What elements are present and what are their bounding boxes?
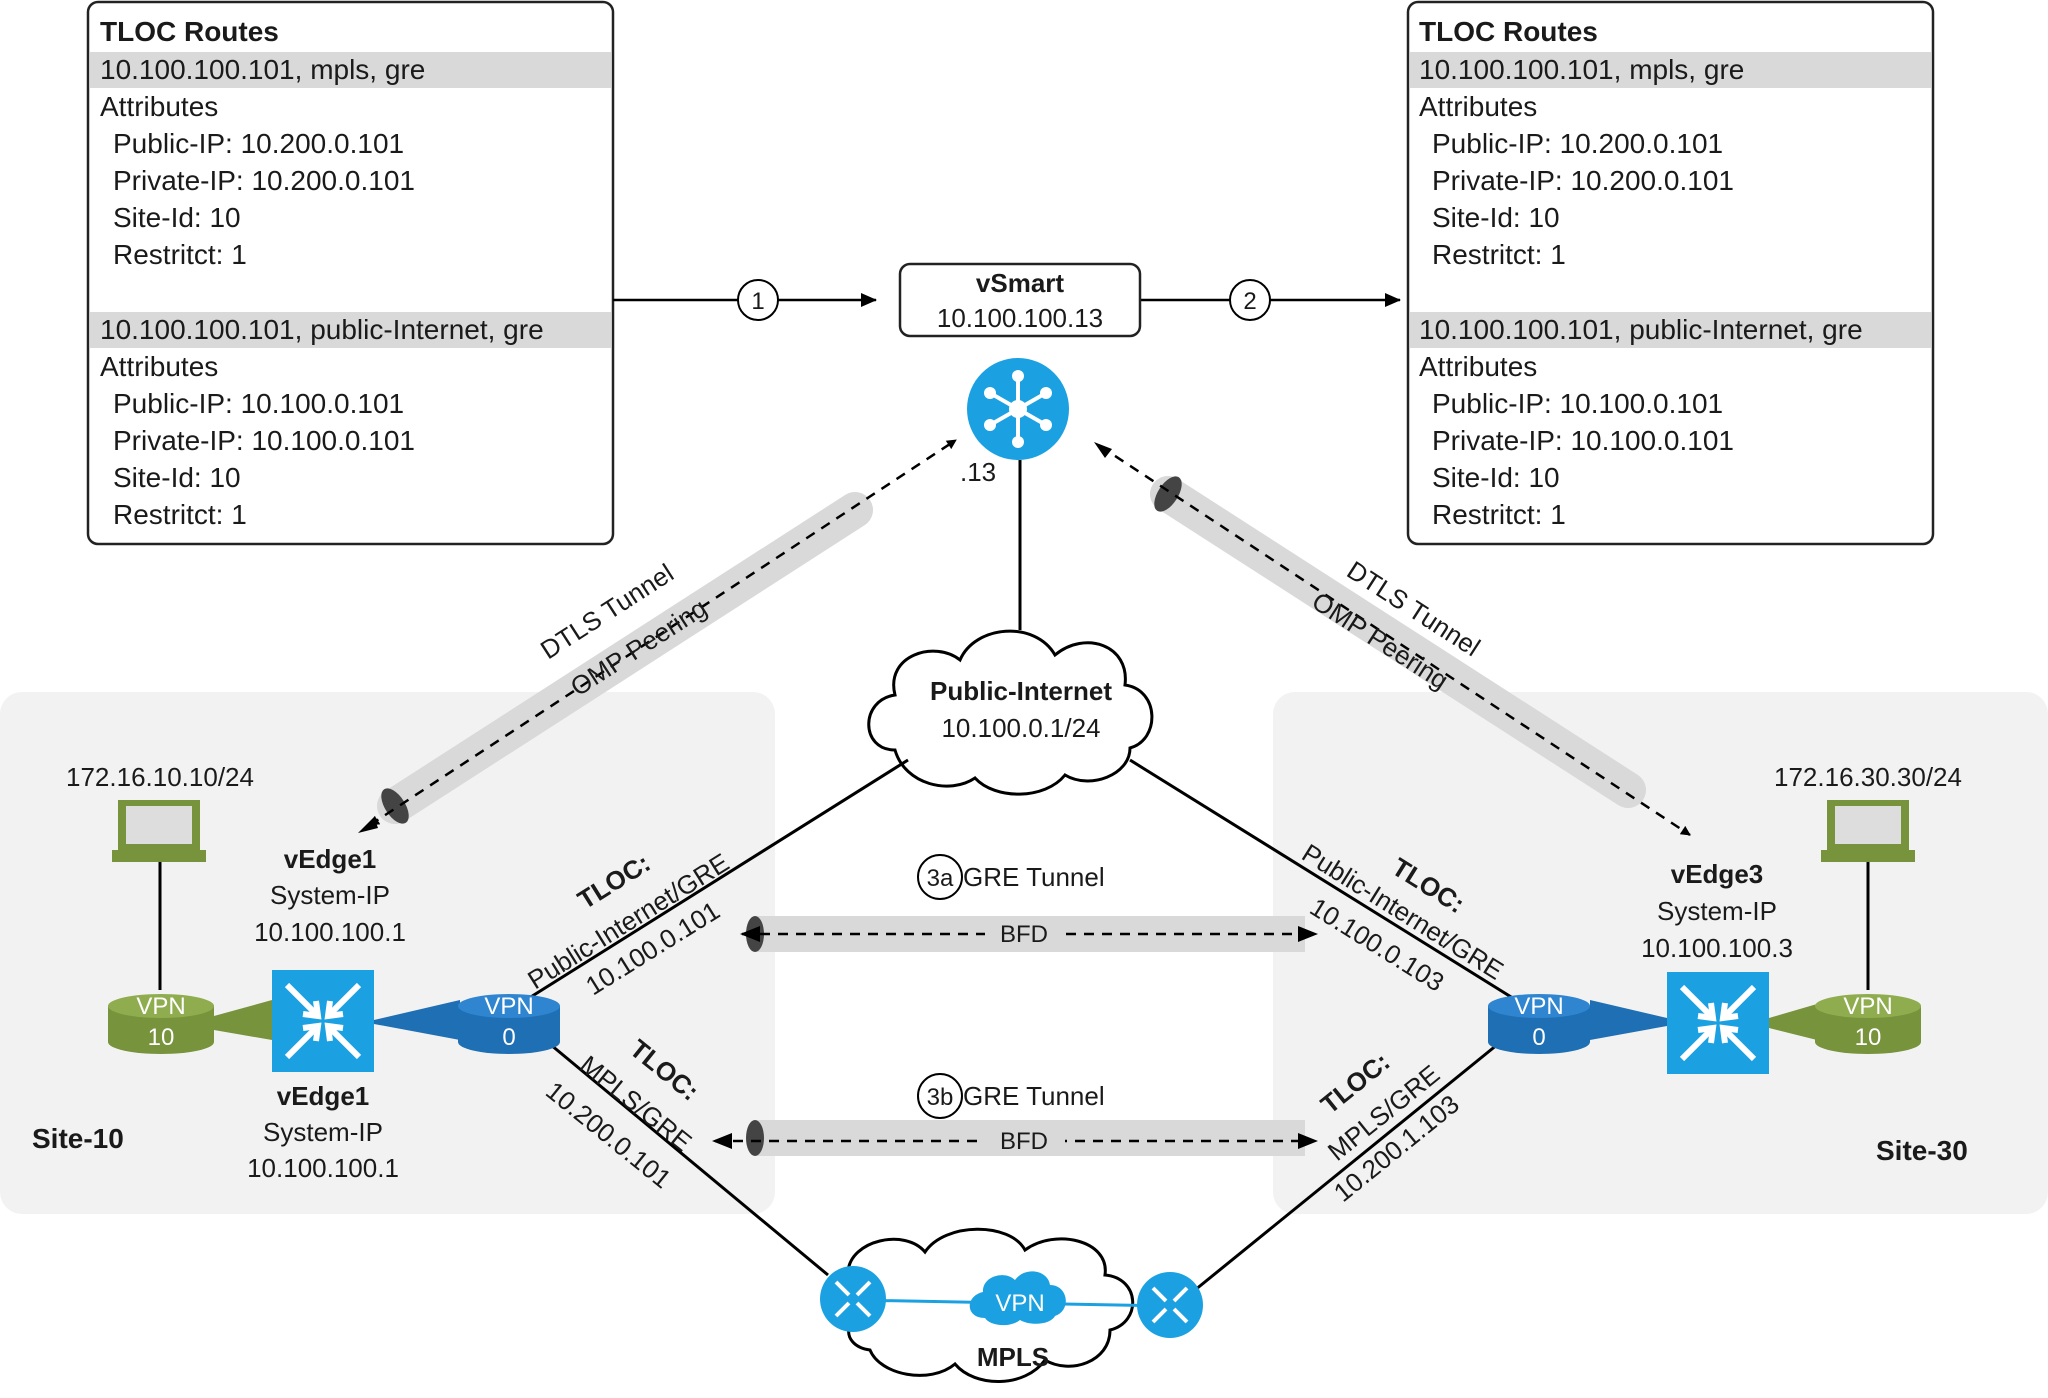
gre-bottom-bfd: BFD [1000, 1128, 1048, 1155]
site10-vpn0-cylinder[interactable] [458, 994, 560, 1054]
right-tloc-r2-line: Private-IP: 10.100.0.101 [1432, 425, 1734, 456]
right-tloc-r2-line: Site-Id: 10 [1432, 462, 1560, 493]
site10-vedge-bottom-sys: System-IP [263, 1117, 383, 1147]
right-tloc-r1-line: Public-IP: 10.200.0.101 [1432, 128, 1723, 159]
right-tloc-r2-line: Public-IP: 10.100.0.101 [1432, 388, 1723, 419]
mpls-vpn-label: VPN [995, 1290, 1044, 1317]
mpls-router-right-icon[interactable] [1137, 1272, 1203, 1338]
site30-label: Site-30 [1876, 1135, 1968, 1166]
site30-vedge-sys: System-IP [1657, 896, 1777, 926]
right-tloc-r1-line: Site-Id: 10 [1432, 202, 1560, 233]
right-tloc-r1-line: Restritct: 1 [1432, 239, 1566, 270]
site30-vedge-labels: vEdge3 System-IP 10.100.100.3 [1641, 859, 1793, 963]
site10-vpn10-top: VPN [136, 993, 185, 1020]
site10-laptop-icon[interactable] [112, 800, 206, 862]
step1-circle [737, 279, 779, 321]
site30-vpn0-top: VPN [1514, 993, 1563, 1020]
site10-host-ip: 172.16.10.10/24 [66, 762, 254, 792]
site30-vpn10-cylinder[interactable] [1815, 994, 1921, 1054]
mpls-link-site10 [544, 1038, 829, 1277]
step3a-circle [917, 854, 963, 900]
site30-vpn10-num: 10 [1855, 1024, 1882, 1051]
site10-vpn10-cylinder[interactable] [108, 994, 214, 1054]
site30-vpn10-top: VPN [1843, 993, 1892, 1020]
left-tloc-r2-line: Restritct: 1 [113, 499, 247, 530]
gre-tube-top [740, 916, 1318, 952]
site30-vedge-ip: 10.100.100.3 [1641, 933, 1793, 963]
step1-label: 1 [751, 288, 764, 315]
left-tloc-r1-line: Restritct: 1 [113, 239, 247, 270]
left-tloc-route2: 10.100.100.101, public-Internet, gre [100, 314, 544, 345]
left-tloc-r1-line: Public-IP: 10.200.0.101 [113, 128, 404, 159]
left-tloc-route1: 10.100.100.101, mpls, gre [100, 54, 425, 85]
mpls-name: MPLS [977, 1342, 1049, 1372]
dtls-left-arrowheads [358, 817, 378, 833]
site10-vedge-bottom-name: vEdge1 [277, 1081, 370, 1111]
step2-label: 2 [1243, 288, 1256, 315]
vsmart-suffix: .13 [960, 457, 996, 487]
step3b-label: 3b [927, 1084, 954, 1111]
site10-vpn0-connector [374, 1000, 460, 1040]
inet-link-site30 [1129, 758, 1533, 1012]
gre-top-label: GRE Tunnel [963, 862, 1105, 892]
mpls-router-left-icon[interactable] [820, 1266, 886, 1332]
site10-vedge-bottom: vEdge1 System-IP 10.100.100.1 [247, 1081, 399, 1183]
dtls-tube-right [1094, 442, 1691, 837]
site30-vpn10-connector [1769, 1004, 1817, 1040]
left-tloc-attr1: Attributes [100, 91, 218, 122]
mpls-vpn-cloud [969, 1271, 1066, 1326]
site10-vedge-top-sys: System-IP [270, 880, 390, 910]
site10-vedge-top: vEdge1 System-IP 10.100.100.1 [254, 844, 406, 947]
right-tloc-routes-box: TLOC Routes 10.100.100.101, mpls, gre At… [1406, 0, 1935, 546]
site10-vedge-device-icon[interactable] [272, 970, 374, 1072]
right-tloc-r2-line: Restritct: 1 [1432, 499, 1566, 530]
vsmart-node[interactable]: vSmart 10.100.100.13 [898, 262, 1142, 338]
internet-name: Public-Internet [930, 676, 1112, 706]
left-tloc-r1-line: Site-Id: 10 [113, 202, 241, 233]
left-tloc-routes-box: TLOC Routes 10.100.100.101, mpls, gre At… [86, 0, 615, 546]
site10-label: Site-10 [32, 1123, 124, 1154]
public-internet-cloud[interactable]: Public-Internet 10.100.0.1/24 [867, 629, 1154, 796]
site30-vpn0-cylinder[interactable] [1488, 994, 1590, 1054]
site30-vpn0-num: 0 [1532, 1024, 1545, 1051]
right-tloc-attr1: Attributes [1419, 91, 1537, 122]
site10-vedge-bottom-ip: 10.100.100.1 [247, 1153, 399, 1183]
right-tloc-r1-line: Private-IP: 10.200.0.101 [1432, 165, 1734, 196]
site10-vpn10-num: 10 [148, 1024, 175, 1051]
left-tloc-attr2: Attributes [100, 351, 218, 382]
site30-laptop-icon[interactable] [1821, 800, 1915, 862]
site30-vedge-device-icon[interactable] [1667, 972, 1769, 1074]
step2-circle [1229, 279, 1271, 321]
left-tloc-r1-line: Private-IP: 10.200.0.101 [113, 165, 415, 196]
right-tloc-title: TLOC Routes [1419, 16, 1598, 47]
site10-vedge-top-name: vEdge1 [284, 844, 377, 874]
vsmart-name: vSmart [976, 268, 1064, 298]
mpls-link-site30 [1194, 1038, 1504, 1292]
site10-vpn0-num: 0 [502, 1024, 515, 1051]
right-tloc-route1: 10.100.100.101, mpls, gre [1419, 54, 1744, 85]
gre-top-bfd: BFD [1000, 921, 1048, 948]
right-tloc-route2: 10.100.100.101, public-Internet, gre [1419, 314, 1863, 345]
vsmart-device-icon[interactable] [967, 358, 1069, 460]
right-tloc-attr2: Attributes [1419, 351, 1537, 382]
site10-vedge-top-ip: 10.100.100.1 [254, 917, 406, 947]
site10-vpn0-top: VPN [484, 993, 533, 1020]
site30-vpn0-connector [1590, 1000, 1667, 1040]
internet-subnet: 10.100.0.1/24 [941, 713, 1100, 743]
vsmart-ip: 10.100.100.13 [937, 303, 1103, 333]
step3b-circle [917, 1073, 963, 1119]
site30-vedge-name: vEdge3 [1671, 859, 1764, 889]
left-tloc-r2-line: Public-IP: 10.100.0.101 [113, 388, 404, 419]
left-tloc-r2-line: Private-IP: 10.100.0.101 [113, 425, 415, 456]
dtls-tube-left [369, 438, 957, 827]
gre-bottom-label: GRE Tunnel [963, 1081, 1105, 1111]
gre-tube-bottom [712, 1120, 1318, 1156]
left-tloc-title: TLOC Routes [100, 16, 279, 47]
left-tloc-r2-line: Site-Id: 10 [113, 462, 241, 493]
site30-host-ip: 172.16.30.30/24 [1774, 762, 1962, 792]
inet-link-site10 [509, 758, 909, 1012]
step3a-label: 3a [927, 865, 954, 892]
site10-vpn10-connector [214, 1000, 272, 1040]
